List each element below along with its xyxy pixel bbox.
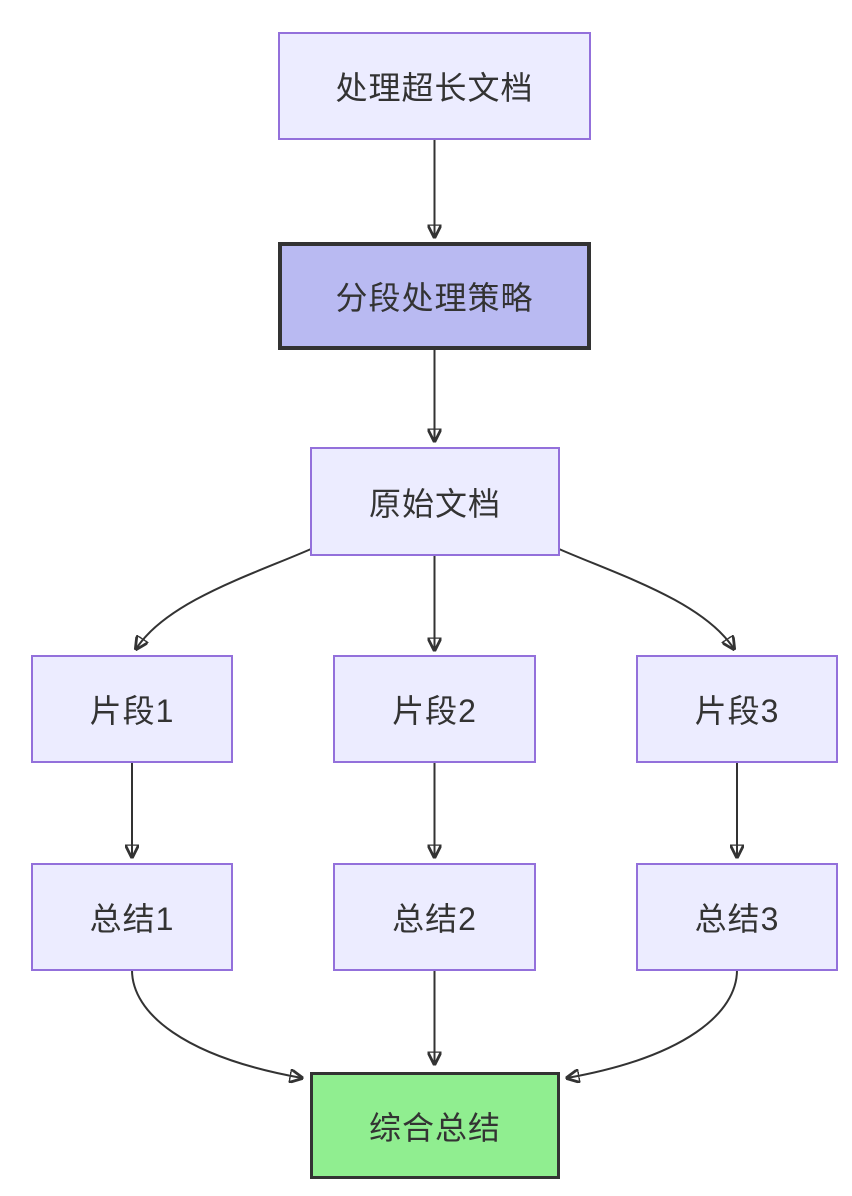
node-summary-3: 总结3 bbox=[636, 863, 838, 971]
edge-summary-1-to-final bbox=[131, 969, 302, 1078]
node-original-doc: 原始文档 bbox=[310, 447, 560, 556]
node-summary-1: 总结1 bbox=[31, 863, 233, 971]
node-fragment-1: 片段1 bbox=[31, 655, 233, 763]
edge-original-to-fragment-3 bbox=[558, 548, 734, 649]
edge-summary-3-to-final bbox=[567, 969, 738, 1078]
node-process-long-doc: 处理超长文档 bbox=[278, 32, 591, 140]
node-fragment-2: 片段2 bbox=[333, 655, 536, 763]
node-segment-strategy: 分段处理策略 bbox=[278, 242, 591, 350]
edge-original-to-fragment-1 bbox=[136, 548, 312, 649]
node-summary-2: 总结2 bbox=[333, 863, 536, 971]
node-final-summary: 综合总结 bbox=[310, 1072, 560, 1179]
node-fragment-3: 片段3 bbox=[636, 655, 838, 763]
